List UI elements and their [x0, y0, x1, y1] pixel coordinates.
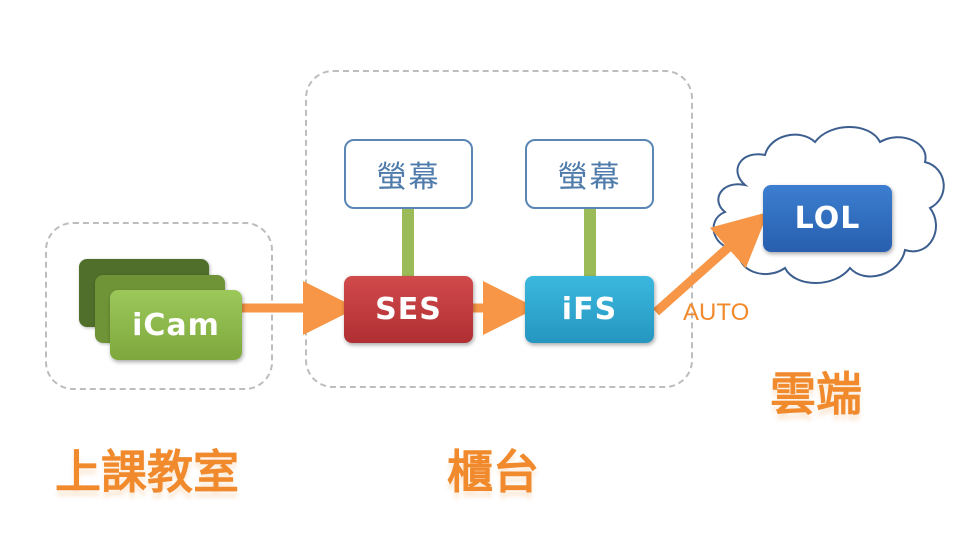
counter-group-box: [305, 70, 693, 388]
screen-2: 螢幕: [525, 139, 654, 209]
auto-edge-label: AUTO: [683, 299, 750, 326]
ifs-node: iFS: [525, 276, 654, 343]
lol-node: LOL: [763, 185, 892, 252]
arrow-ifs-to-lol: [653, 212, 769, 316]
ses-label: SES: [375, 292, 442, 327]
cloud-label: 雲端: [770, 367, 862, 421]
connector-screen1-ses: [402, 207, 414, 277]
ifs-label: iFS: [561, 292, 618, 327]
counter-label: 櫃台: [447, 445, 539, 499]
screen-1-label: 螢幕: [376, 160, 441, 195]
lol-label: LOL: [794, 201, 861, 236]
icam-label: iCam: [132, 307, 220, 343]
icam-node: iCam: [110, 290, 242, 360]
ses-node: SES: [344, 276, 473, 343]
classroom-label: 上課教室: [55, 445, 239, 499]
connector-screen2-ifs: [584, 207, 596, 277]
screen-2-label: 螢幕: [557, 160, 622, 195]
screen-1: 螢幕: [344, 139, 473, 209]
